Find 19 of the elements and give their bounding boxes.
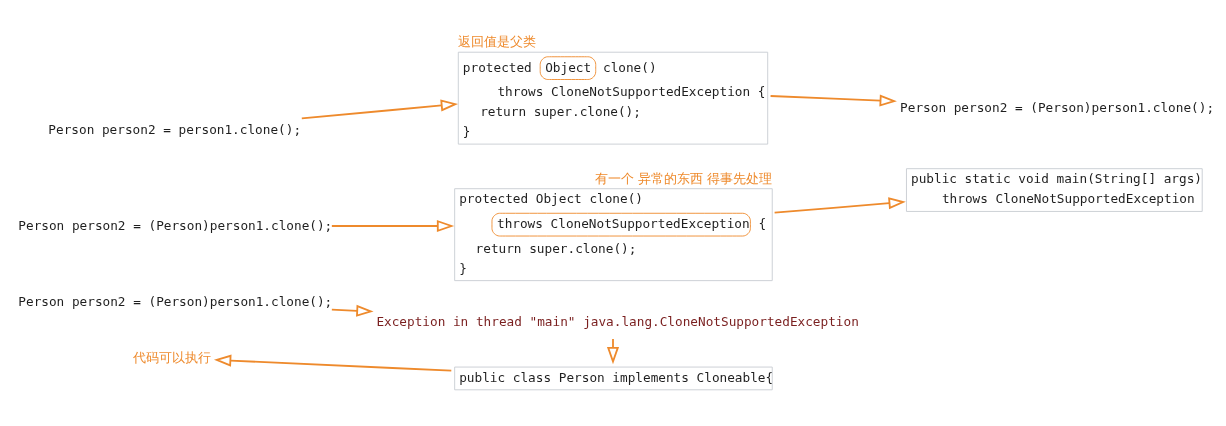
node-box: protected Object clone() throws CloneNotSupportedException { return super.clone(); } bbox=[457, 51, 769, 145]
node-box: public static void main(String[] args) throws CloneNotSupportedException bbox=[906, 167, 1203, 212]
node-text: Exception in thread "main" java.lang.CloneNotSupportedException bbox=[376, 313, 859, 329]
arrow bbox=[300, 98, 459, 119]
arrow bbox=[214, 354, 453, 372]
arrow bbox=[606, 337, 620, 364]
arrow bbox=[769, 93, 897, 107]
node-text: 代码可以执行 bbox=[132, 349, 211, 365]
node-text: Person person2 = (Person)person1.clone(); bbox=[18, 293, 333, 309]
node-label: 有一个 异常的东西 得事先处理 bbox=[594, 170, 772, 186]
node-box: public class Person implements Cloneable{ bbox=[454, 366, 773, 390]
node-box: protected Object clone() throws CloneNotSupportedException { return super.clone(); } bbox=[454, 187, 773, 281]
arrow bbox=[330, 219, 455, 232]
arrow bbox=[330, 304, 374, 317]
node-text: Person person2 = (Person)person1.clone(); bbox=[18, 217, 333, 233]
node-text: Person person2 = (Person)person1.clone(); bbox=[900, 99, 1215, 115]
arrow bbox=[773, 196, 906, 214]
node-label: 返回值是父类 bbox=[458, 33, 537, 49]
node-text: Person person2 = person1.clone(); bbox=[48, 121, 302, 137]
